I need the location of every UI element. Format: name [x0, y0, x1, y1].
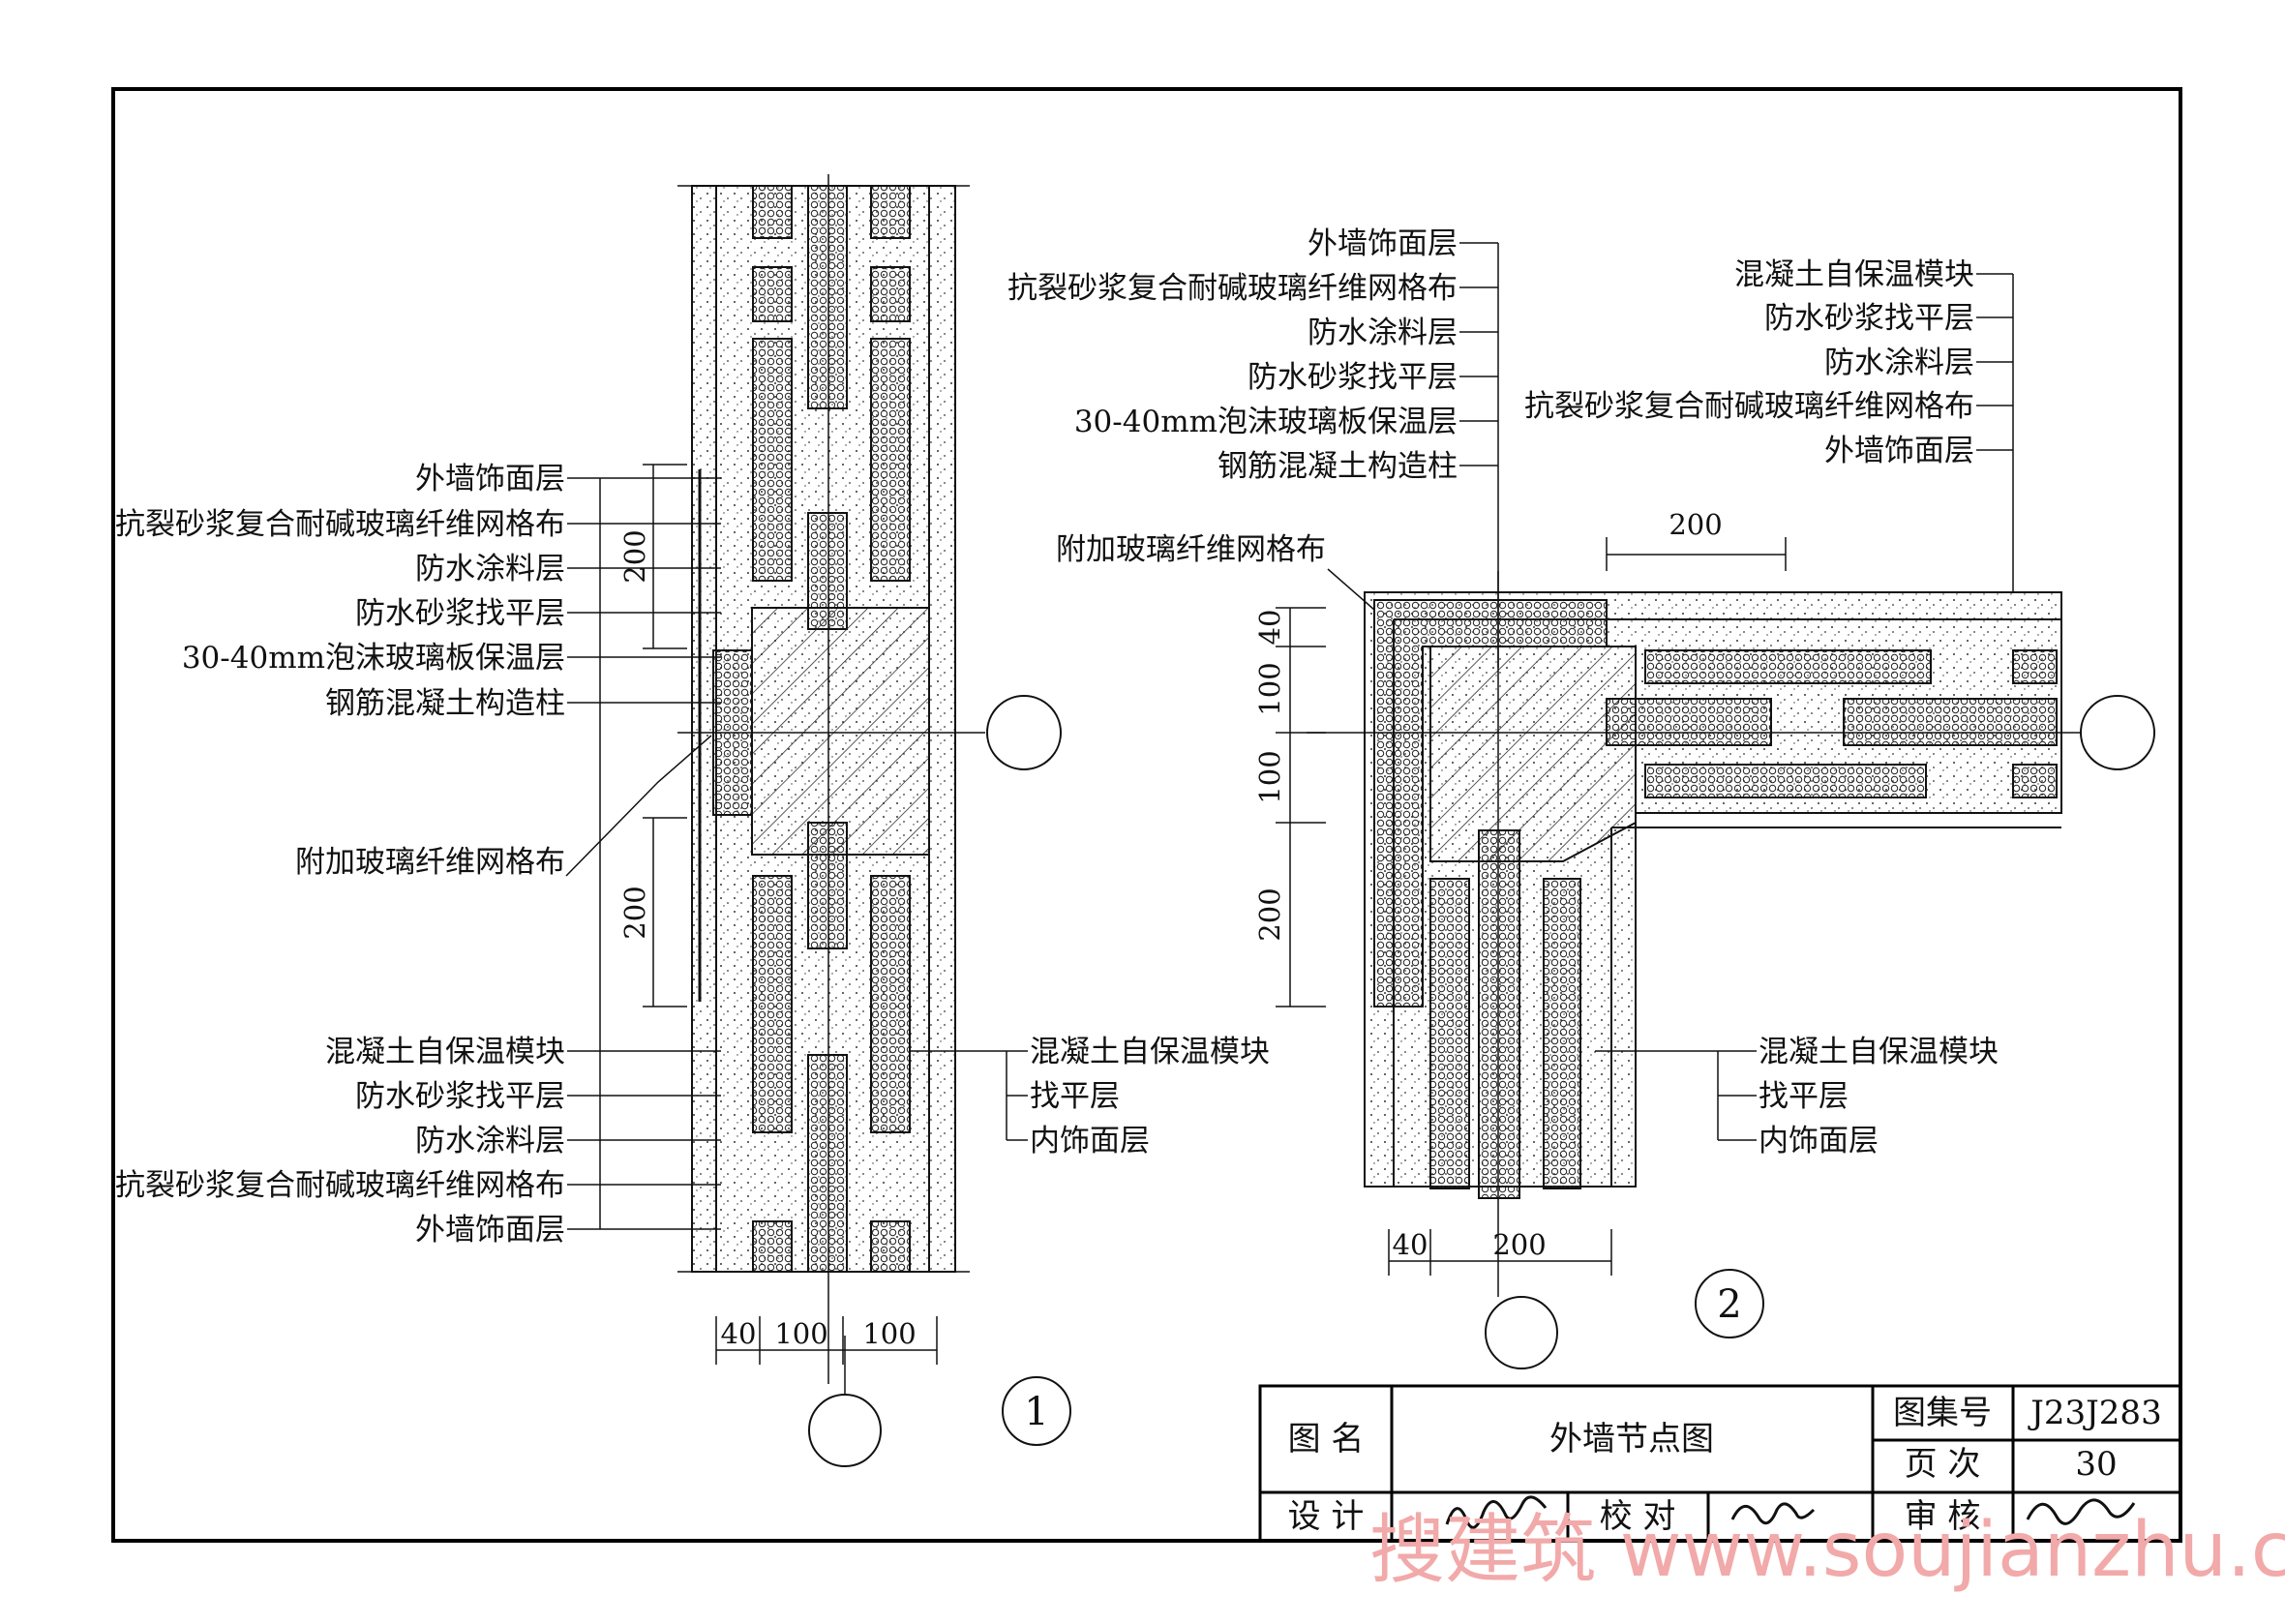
d2-label-insulation: 30-40mm泡沫玻璃板保温层 — [1074, 405, 1458, 439]
d2-label-column: 钢筋混凝土构造柱 — [1218, 449, 1458, 484]
axis-bubble-right-2 — [2080, 695, 2155, 770]
d2-label-mesh-r: 抗裂砂浆复合耐碱玻璃纤维网格布 — [1524, 389, 1974, 424]
d1-label-insulation: 30-40mm泡沫玻璃板保温层 — [182, 641, 565, 676]
d2-dim-100-b: 100 — [1253, 750, 1286, 803]
d2-label-leveling-bottom: 找平层 — [1759, 1079, 1849, 1114]
d2-dim-100-a: 100 — [1253, 662, 1286, 715]
d2-dim-40-bottom: 40 — [1393, 1228, 1428, 1261]
d1-label-waterproof-2: 防水涂料层 — [415, 1124, 565, 1158]
detail-2-section — [1307, 571, 2155, 1369]
d1-label-waterproof-coat: 防水涂料层 — [415, 552, 565, 586]
tb-review-label: 审 核 — [1905, 1497, 1981, 1536]
detail-1-number: 1 — [1024, 1390, 1048, 1434]
tb-page-value: 30 — [2075, 1445, 2117, 1484]
d1-label-finish-2: 外墙饰面层 — [415, 1213, 565, 1248]
tb-page-label: 页 次 — [1905, 1445, 1981, 1484]
d1-label-block-right: 混凝土自保温模块 — [1030, 1035, 1270, 1069]
d2-label-waterproof-r: 防水涂料层 — [1824, 346, 1974, 380]
axis-bubble-bottom-2 — [1485, 1296, 1558, 1369]
d2-label-finish-r: 外墙饰面层 — [1824, 434, 1974, 468]
axis-bubble-right — [986, 695, 1062, 770]
d2-label-interior-bottom: 内饰面层 — [1759, 1124, 1879, 1158]
d2-label-leveling: 防水砂浆找平层 — [1248, 360, 1458, 395]
detail-1-leaders — [565, 477, 1028, 1230]
d1-label-interior-right: 内饰面层 — [1030, 1124, 1150, 1158]
tb-name-label: 图 名 — [1288, 1420, 1365, 1459]
d1-label-extra-mesh: 附加玻璃纤维网格布 — [295, 845, 565, 880]
watermark: 搜建筑 www.soujianzhu.cn — [1369, 1507, 2285, 1594]
d2-label-leveling-r: 防水砂浆找平层 — [1764, 301, 1974, 336]
d2-dim-200-top: 200 — [1669, 508, 1722, 541]
d1-label-block: 混凝土自保温模块 — [325, 1035, 565, 1069]
d2-label-waterproof: 防水涂料层 — [1308, 316, 1458, 350]
d1-dim-200-upper: 200 — [618, 529, 651, 583]
d1-dim-40: 40 — [721, 1317, 757, 1350]
d2-dim-40: 40 — [1253, 610, 1286, 646]
d2-label-mesh-mortar: 抗裂砂浆复合耐碱玻璃纤维网格布 — [1007, 271, 1458, 306]
d2-label-block-bottom: 混凝土自保温模块 — [1759, 1035, 1999, 1069]
tb-atlas-label: 图集号 — [1893, 1394, 1992, 1432]
d2-dim-200-bottom: 200 — [1492, 1228, 1546, 1261]
detail-2-number-circle — [1695, 1269, 1764, 1338]
d2-label-block: 混凝土自保温模块 — [1734, 257, 1974, 292]
sheet-border — [111, 87, 2182, 1543]
designer-signature — [1445, 1495, 1548, 1529]
d1-label-finish: 外墙饰面层 — [415, 462, 565, 496]
detail-1-section — [677, 174, 1062, 1467]
d1-label-leveling-2: 防水砂浆找平层 — [355, 1079, 565, 1114]
d1-dim-200-lower: 200 — [618, 886, 651, 939]
tb-title: 外墙节点图 — [1549, 1420, 1714, 1459]
detail-2-dimensions — [1276, 537, 1787, 1276]
d2-label-extra-mesh: 附加玻璃纤维网格布 — [1056, 532, 1326, 567]
d1-label-mesh-mortar: 抗裂砂浆复合耐碱玻璃纤维网格布 — [115, 507, 565, 542]
tb-atlas-value: J23J283 — [2028, 1394, 2161, 1432]
d1-label-leveling-right: 找平层 — [1030, 1079, 1120, 1114]
detail-2-number: 2 — [1717, 1282, 1741, 1327]
detail-1-dimensions — [643, 464, 938, 1365]
d1-label-mesh-2: 抗裂砂浆复合耐碱玻璃纤维网格布 — [115, 1168, 565, 1203]
tb-check-label: 校 对 — [1600, 1497, 1676, 1536]
detail-2-leaders — [1327, 242, 2014, 1141]
d1-dim-100-b: 100 — [862, 1317, 916, 1350]
d1-dim-100-a: 100 — [774, 1317, 827, 1350]
title-block — [1258, 1384, 2182, 1543]
d2-dim-200-side: 200 — [1253, 887, 1286, 941]
d2-label-finish: 外墙饰面层 — [1308, 226, 1458, 261]
d1-label-column: 钢筋混凝土构造柱 — [325, 686, 565, 721]
tb-design-label: 设 计 — [1288, 1497, 1365, 1536]
d1-label-leveling: 防水砂浆找平层 — [355, 596, 565, 631]
detail-1-number-circle — [1002, 1376, 1071, 1446]
reviewer-signature — [2026, 1498, 2136, 1525]
checker-signature — [1730, 1502, 1816, 1525]
